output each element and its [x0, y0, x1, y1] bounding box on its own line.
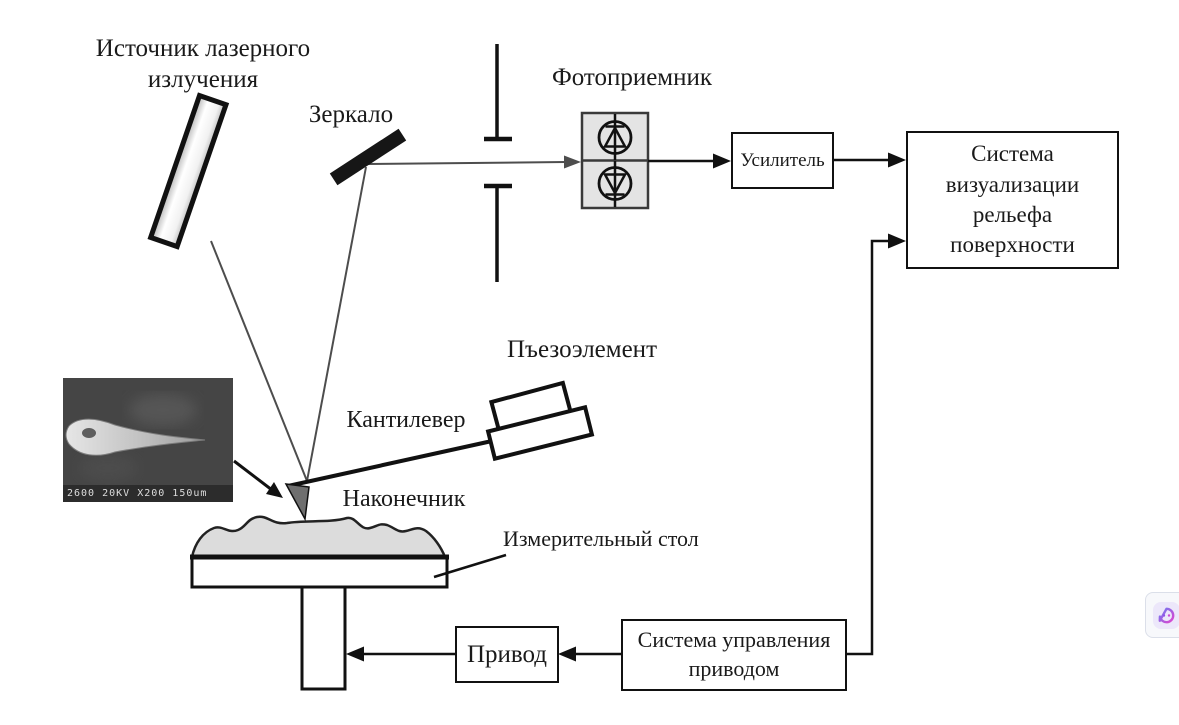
- arrow-amplifier-to-visualization: [834, 152, 906, 168]
- sem-inset-image: 2600 20KV X200 150um: [63, 378, 233, 502]
- laser-source-label: Источник лазерного излучения: [95, 35, 311, 94]
- sample-body: [190, 515, 447, 559]
- beam-arrowhead-icon: [564, 155, 581, 169]
- laser-beam-to-detector: [366, 155, 581, 169]
- tip-body: [284, 483, 310, 522]
- piezo-element-label: Пъезоэлемент: [507, 336, 657, 363]
- arrow-drive-to-table: [346, 646, 455, 662]
- assistant-widget: [1145, 592, 1179, 638]
- feedback-line-control-to-visualization: [846, 233, 906, 656]
- laser-beam-reflected: [306, 166, 367, 482]
- aperture-top: [484, 44, 512, 142]
- cantilever-beam: [287, 439, 493, 488]
- aperture-bottom: [484, 183, 512, 282]
- tip-label: Наконечник: [342, 486, 466, 512]
- assistant-button[interactable]: [1153, 602, 1179, 629]
- arrow-photodetector-to-amplifier: [648, 153, 731, 169]
- pedestal-body: [300, 585, 347, 691]
- measuring-table-label: Измерительный стол: [503, 526, 699, 551]
- visualization-system-label: Система визуализации рельефа поверхности: [945, 141, 1080, 258]
- sem-caption: 2600 20KV X200 150um: [63, 485, 233, 502]
- drive-control-label: Система управления приводом: [637, 627, 831, 681]
- sem-needle-graphic: [63, 378, 233, 502]
- photodetector-body: [580, 111, 650, 210]
- drive-control-box: Система управления приводом: [621, 619, 847, 691]
- mirror-body: [329, 128, 407, 186]
- cantilever-label: Кантилевер: [346, 407, 466, 433]
- photodiode-down-icon: [597, 161, 633, 207]
- sem-pointer-arrow: [233, 459, 283, 498]
- arrow-control-to-drive: [558, 646, 621, 662]
- emoji-chat-icon: [1158, 607, 1175, 624]
- amplifier-label: Усилитель: [740, 149, 825, 171]
- table-pointer-line: [433, 553, 507, 579]
- mirror-label: Зеркало: [308, 101, 394, 128]
- laser-beam-incident: [210, 240, 308, 482]
- photodiode-up-icon: [597, 114, 633, 160]
- drive-label: Привод: [466, 640, 548, 668]
- photodetector-label: Фотоприемник: [551, 64, 713, 91]
- cantilever-holder-body: [485, 404, 595, 462]
- drive-box: Привод: [455, 626, 559, 683]
- visualization-system-box: Система визуализации рельефа поверхности: [906, 131, 1119, 269]
- amplifier-box: Усилитель: [731, 132, 834, 189]
- laser-source-body: [147, 92, 230, 250]
- measuring-table-body: [190, 554, 449, 589]
